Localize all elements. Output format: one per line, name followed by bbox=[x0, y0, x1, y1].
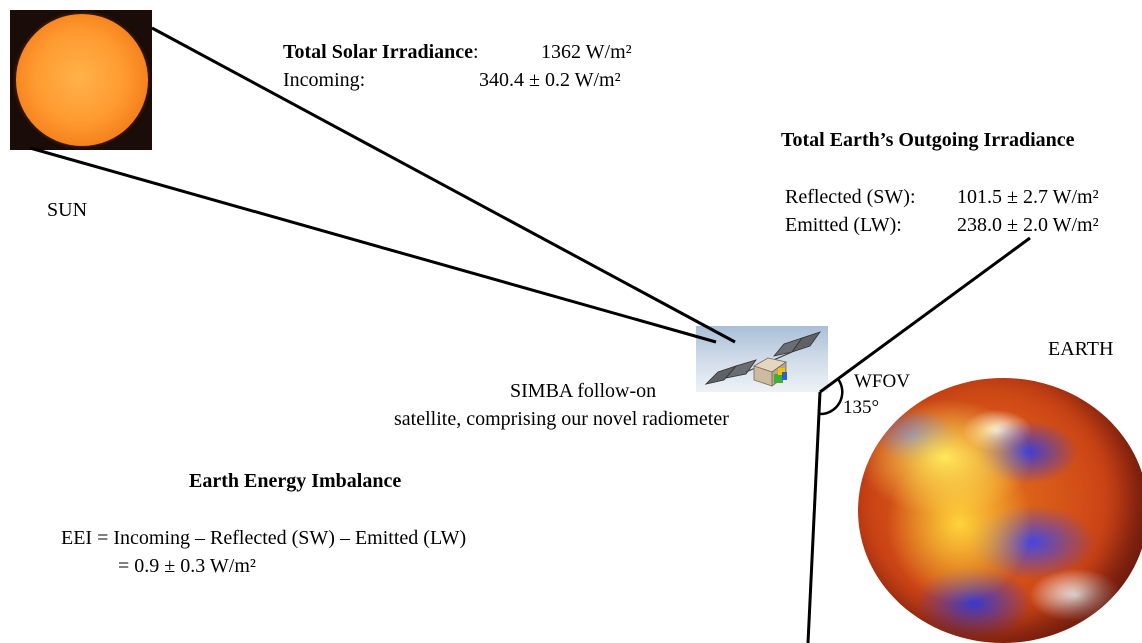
tsi-label: Total Solar Irradiance bbox=[283, 41, 474, 63]
tsi-line: Total Solar Irradiance: bbox=[283, 40, 479, 64]
eei-equation: EEI = Incoming – Reflected (SW) – Emitte… bbox=[61, 527, 467, 549]
fov-angle-arc bbox=[818, 378, 844, 416]
sun-disc bbox=[16, 14, 148, 146]
earth-image bbox=[858, 378, 1142, 643]
satellite-image bbox=[696, 326, 828, 392]
sun-image bbox=[10, 10, 152, 150]
earth-label: EARTH bbox=[1048, 338, 1114, 360]
eei-result: = 0.9 ± 0.3 W/m² bbox=[118, 555, 256, 577]
fov-line-lower bbox=[806, 391, 822, 643]
sun-label: SUN bbox=[47, 199, 88, 221]
emitted-label: Emitted (LW): bbox=[785, 214, 902, 236]
sun-ray-upper bbox=[151, 26, 736, 344]
reflected-label: Reflected (SW): bbox=[785, 186, 916, 208]
fov-line-upper bbox=[819, 236, 1031, 394]
satellite-caption-line2: satellite, comprising our novel radiomet… bbox=[394, 408, 729, 430]
fov-label: WFOV bbox=[854, 371, 910, 392]
emitted-value: 238.0 ± 2.0 W/m² bbox=[957, 214, 1099, 236]
fov-angle: 135° bbox=[843, 397, 880, 418]
tsi-value: 1362 W/m² bbox=[541, 41, 632, 63]
outgoing-title: Total Earth’s Outgoing Irradiance bbox=[781, 128, 1075, 152]
satellite-caption-line1: SIMBA follow-on bbox=[510, 380, 657, 402]
eei-title-text: Earth Energy Imbalance bbox=[189, 470, 402, 492]
eei-title: Earth Energy Imbalance bbox=[189, 469, 401, 493]
incoming-label: Incoming: bbox=[283, 69, 366, 91]
satellite-icon bbox=[704, 331, 822, 387]
incoming-value: 340.4 ± 0.2 W/m² bbox=[479, 69, 621, 91]
outgoing-title-text: Total Earth’s Outgoing Irradiance bbox=[781, 129, 1075, 151]
tsi-separator: : bbox=[473, 41, 479, 63]
reflected-value: 101.5 ± 2.7 W/m² bbox=[957, 186, 1099, 208]
sun-ray-lower bbox=[29, 146, 717, 344]
